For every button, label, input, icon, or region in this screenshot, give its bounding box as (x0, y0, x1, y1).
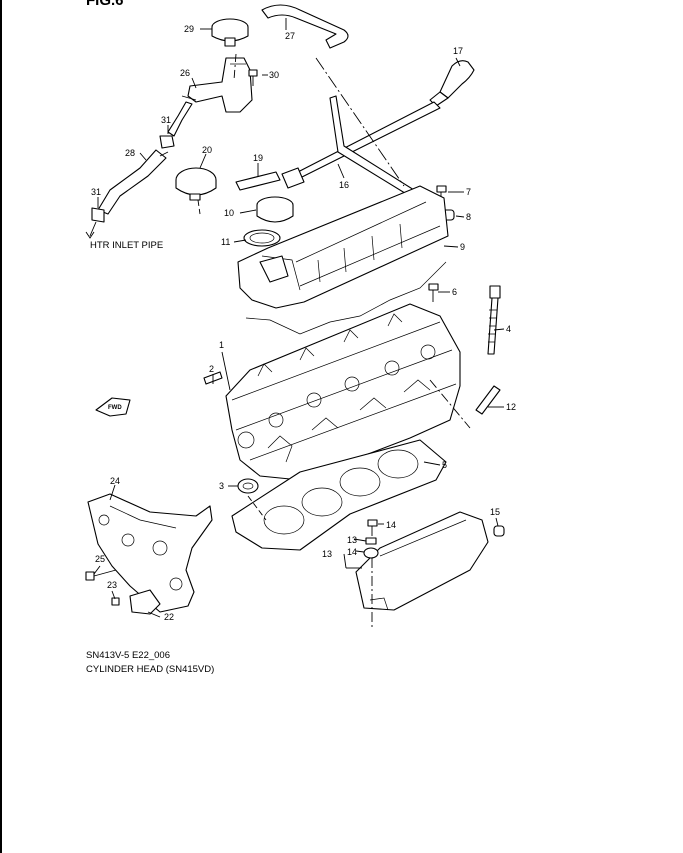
part-9-head-cover (237, 185, 449, 335)
part-20-hose (235, 167, 305, 191)
part-5-head-gasket (231, 439, 447, 551)
part-6-bolt (428, 283, 439, 302)
callout-10: 10 (224, 208, 235, 218)
callout-21: 20 (202, 145, 213, 155)
callout-23: 23 (107, 580, 118, 590)
callout-11: 11 (221, 237, 231, 247)
callout-6: 6 (452, 287, 458, 297)
part-1-cylinder-head (225, 303, 461, 481)
part-26-pipe-elbow (167, 57, 253, 137)
part-10-oil-cap (256, 196, 294, 223)
part-29-breather-cap (211, 18, 249, 47)
part-3-seal (237, 478, 259, 494)
part-17-cap (493, 525, 505, 537)
callout-4: 4 (506, 324, 512, 334)
part-28-hose (97, 149, 167, 215)
reference-lines (159, 53, 471, 630)
figure-label: FIG.6 (86, 0, 124, 9)
callout-12: 12 (506, 402, 517, 412)
part-14-15-nut-washer (363, 537, 379, 559)
callout-3: 3 (219, 481, 225, 491)
page-left-border (0, 0, 2, 853)
callout-17: 15 (490, 507, 501, 517)
callout-20: 19 (253, 153, 264, 163)
callout-18: 16 (339, 180, 350, 190)
callout-13: 13 (322, 549, 333, 559)
callout-7: 7 (466, 187, 472, 197)
htr-inlet-pipe-label: HTR INLET PIPE (90, 240, 164, 251)
part-11-seal (243, 229, 281, 247)
callout-27: 27 (285, 31, 296, 41)
callout-1: 1 (219, 340, 225, 350)
part-12-glow-plug (475, 385, 501, 415)
callout-leader-lines (93, 18, 505, 618)
callout-9: 9 (460, 242, 466, 252)
part-31-clamps (91, 135, 175, 223)
front-direction-arrow (95, 397, 131, 417)
part-30-bolt (248, 69, 258, 86)
callout-15: 14 (347, 547, 358, 557)
drawing-code: SN413V-5 E22_006 (86, 650, 170, 661)
part-4-head-bolt (487, 285, 501, 355)
part-25-bolt (85, 569, 117, 581)
callout-28: 28 (125, 148, 136, 158)
callout-5: 5 (442, 460, 448, 470)
part-24-bracket (87, 493, 213, 613)
callout-29: 29 (184, 24, 195, 34)
part-13-cover (355, 511, 489, 611)
callout-25: 25 (95, 554, 106, 564)
drawing-title: CYLINDER HEAD (SN415VD) (86, 664, 215, 675)
callout-24: 24 (110, 476, 121, 486)
front-marker-label: FWD (108, 405, 122, 411)
callout-16: 14 (386, 520, 397, 530)
part-21-breather (175, 167, 217, 201)
callout-2: 2 (209, 364, 215, 374)
part-22-23-sensor-bolt (111, 589, 161, 615)
callout-31-lower: 31 (91, 187, 102, 197)
part-19-hose (429, 60, 475, 107)
part-27-hose (261, 4, 349, 49)
callout-22: 22 (164, 612, 175, 622)
callout-19: 17 (453, 46, 464, 56)
callout-8: 8 (466, 212, 472, 222)
callout-30: 30 (269, 70, 280, 80)
callout-26: 26 (180, 68, 191, 78)
callout-14: 13 (347, 535, 358, 545)
part-16-bolt (367, 519, 378, 536)
callout-31-upper: 31 (161, 115, 172, 125)
